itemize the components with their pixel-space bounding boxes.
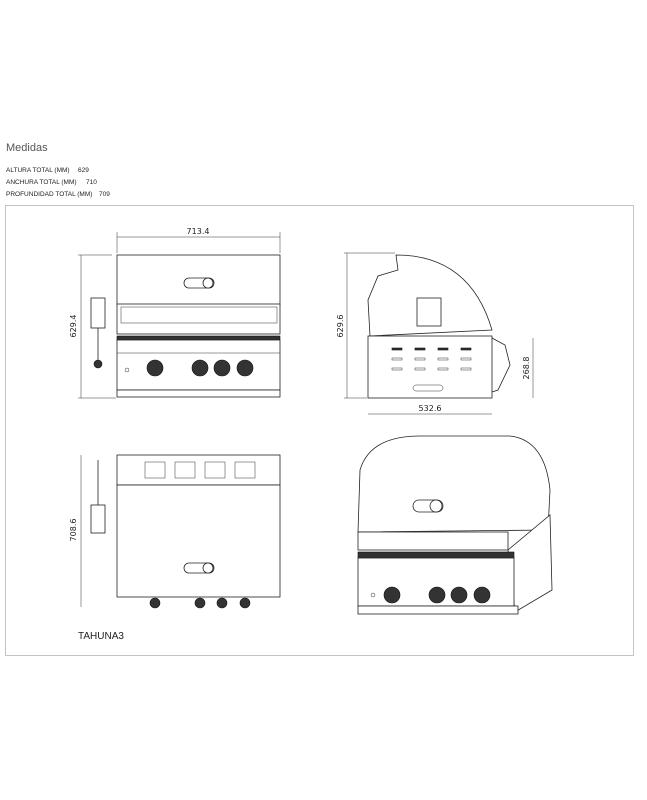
spec-label: ALTURA TOTAL (MM) xyxy=(6,167,70,174)
spec-value: 709 xyxy=(99,191,110,198)
front-view: 713.4 629.4 xyxy=(69,227,281,399)
front-height-label: 629.4 xyxy=(69,315,78,338)
side-depth-label: 532.6 xyxy=(419,404,442,413)
spec-value: 629 xyxy=(78,167,89,174)
model-name: TAHUNA3 xyxy=(78,631,124,642)
spec-row: ALTURA TOTAL (MM) 629 xyxy=(6,167,89,174)
spec-value: 710 xyxy=(86,179,97,186)
top-depth-label: 708.6 xyxy=(69,519,78,542)
top-view: 708.6 xyxy=(69,454,281,609)
spec-label: ANCHURA TOTAL (MM) xyxy=(6,179,77,186)
iso-view xyxy=(357,435,553,615)
side-height-label: 629.6 xyxy=(336,315,345,338)
side-lower-height-label: 268.8 xyxy=(522,357,531,380)
section-title: Medidas xyxy=(6,142,48,154)
front-width-label: 713.4 xyxy=(187,227,210,236)
spec-row: PROFUNDIDAD TOTAL (MM) 709 xyxy=(6,191,110,198)
spec-label: PROFUNDIDAD TOTAL (MM) xyxy=(6,191,93,198)
drawing-frame xyxy=(5,205,634,656)
side-view: 629.6 268.8 532.6 xyxy=(336,252,534,415)
spec-row: ANCHURA TOTAL (MM) 710 xyxy=(6,179,97,186)
